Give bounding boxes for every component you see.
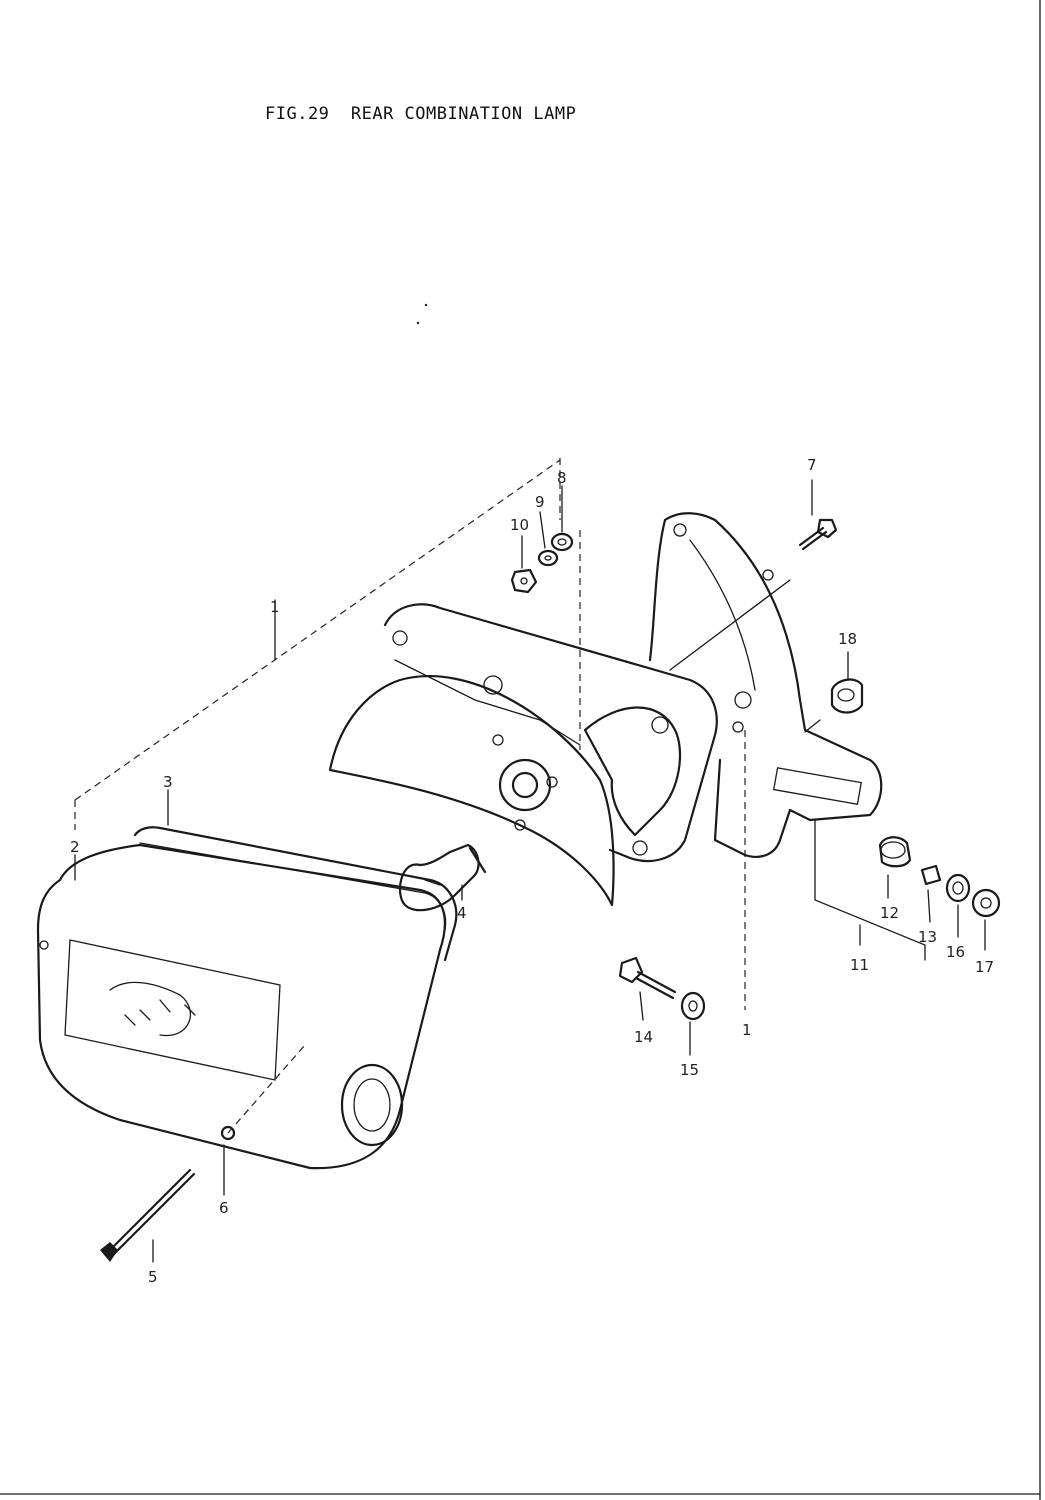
stray-mark [416, 321, 420, 325]
callout-13: 13 [918, 928, 937, 946]
nut-10 [510, 568, 538, 594]
callout-15: 15 [680, 1061, 699, 1079]
lock-washer-9 [537, 549, 559, 567]
callout-1-top: 1 [270, 598, 280, 616]
collar-18 [804, 678, 864, 733]
lamp-base-plate [328, 603, 718, 907]
callout-10: 10 [510, 516, 529, 534]
lamp-gasket [133, 826, 458, 962]
callout-3: 3 [163, 773, 173, 791]
callout-1-right: 1 [742, 1021, 752, 1039]
lamp-bulb [398, 843, 487, 912]
callout-2: 2 [70, 838, 80, 856]
callout-7: 7 [807, 456, 817, 474]
callout-14: 14 [634, 1028, 653, 1046]
callout-12: 12 [880, 904, 899, 922]
mounting-bracket [648, 512, 883, 858]
stray-mark [424, 303, 428, 307]
callout-9: 9 [535, 493, 545, 511]
collar-12 [878, 836, 912, 868]
lamp-lens-housing [36, 843, 446, 1170]
washer-8 [550, 532, 574, 552]
washer-15 [680, 991, 706, 1021]
leader-lines [74, 479, 986, 1263]
figure-title: FIG.29 REAR COMBINATION LAMP [265, 104, 577, 124]
bolt-14 [618, 956, 677, 1000]
callout-4: 4 [457, 904, 467, 922]
assembly-bracket-lines [74, 458, 746, 1010]
washer-16 [945, 873, 971, 903]
callout-5: 5 [148, 1268, 158, 1286]
screw-7 [798, 518, 838, 551]
nut-17 [971, 888, 1001, 918]
callout-11: 11 [850, 956, 869, 974]
callout-8: 8 [557, 469, 567, 487]
callout-17: 17 [975, 958, 994, 976]
callout-labels: 1 1 2 3 4 5 6 7 8 9 10 11 12 13 14 15 16… [70, 456, 994, 1286]
callout-18: 18 [838, 630, 857, 648]
long-screw [100, 1168, 196, 1262]
callout-16: 16 [946, 943, 965, 961]
spacer-13 [920, 864, 942, 886]
callout-6: 6 [219, 1199, 229, 1217]
